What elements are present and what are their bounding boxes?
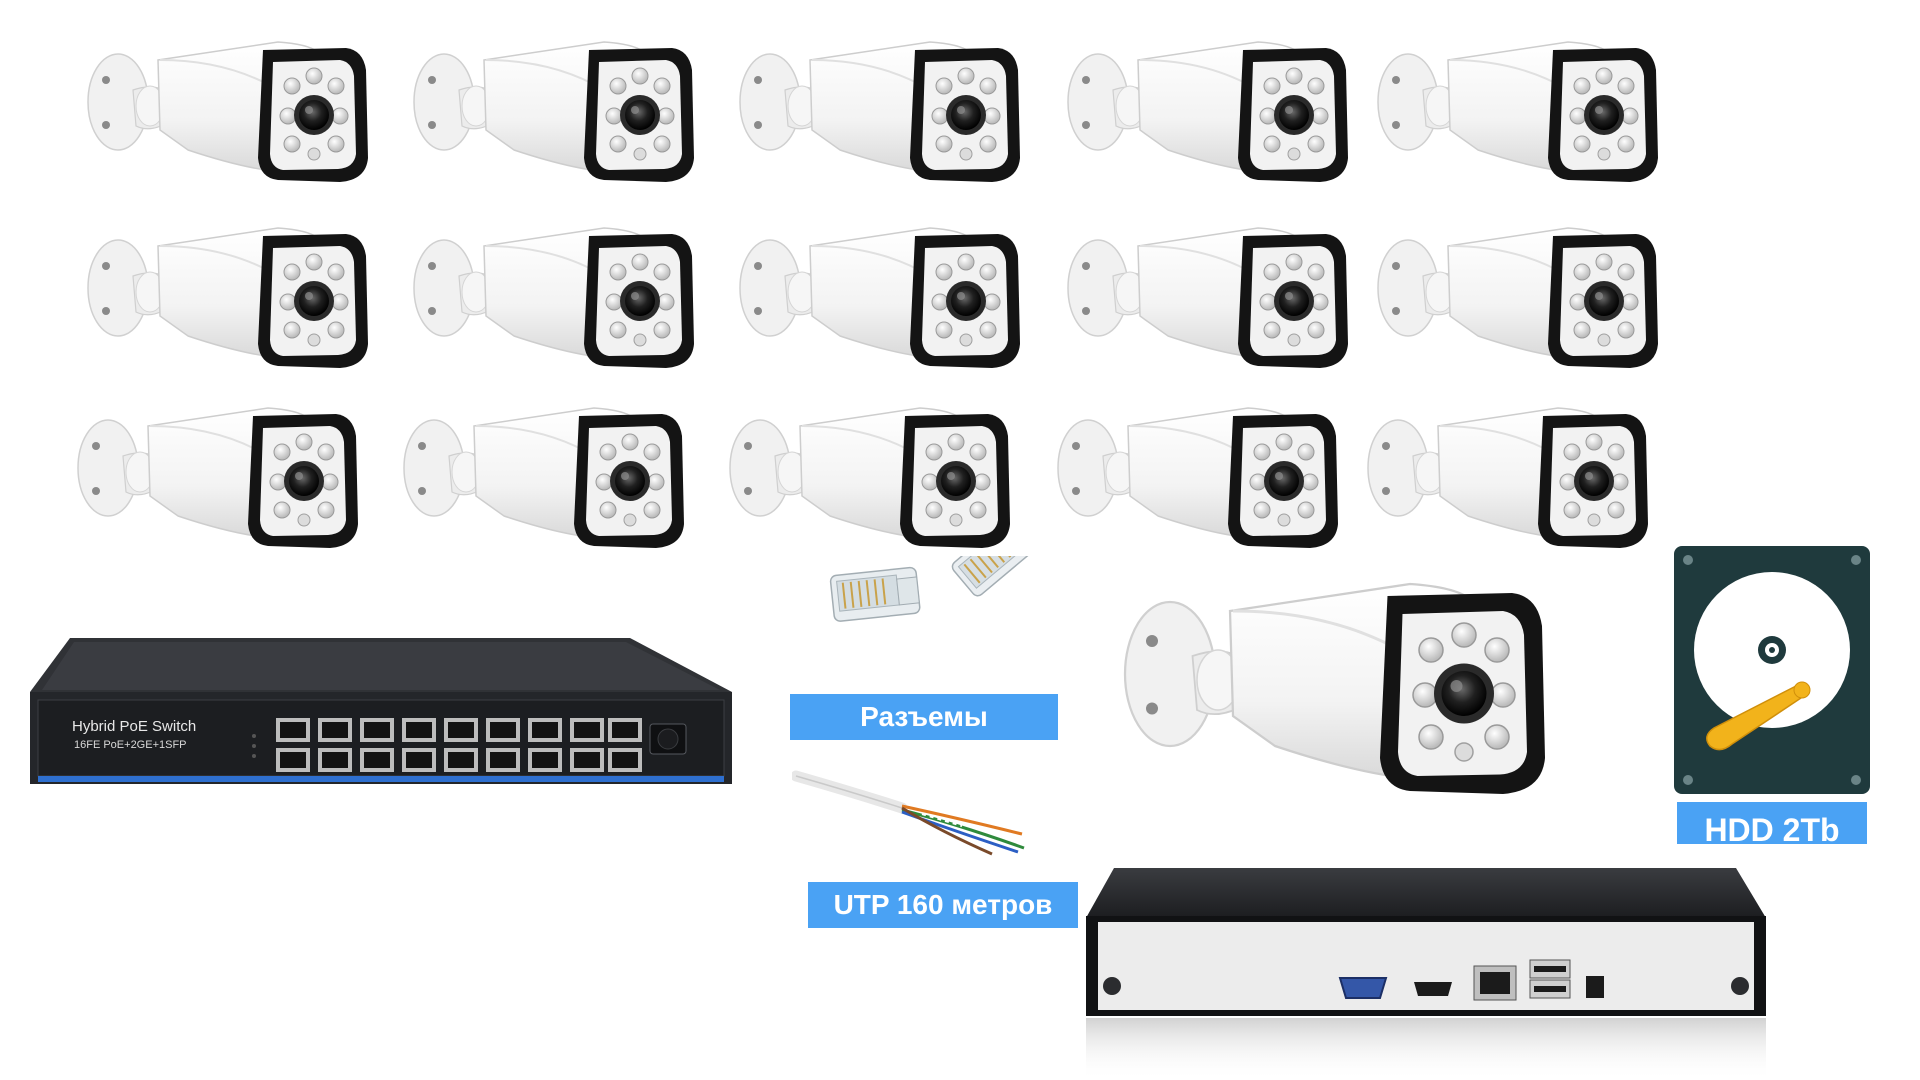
- connectors-label: Разъемы: [790, 694, 1058, 740]
- ethernet-port-socket: [448, 722, 474, 738]
- ethernet-port-socket: [490, 752, 516, 768]
- bullet-camera-icon: [1368, 30, 1668, 200]
- ethernet-port-socket: [280, 752, 306, 768]
- ethernet-port-socket: [364, 722, 390, 738]
- bullet-camera-icon: [78, 216, 378, 386]
- rj45-connector-icon: [820, 556, 1030, 652]
- ethernet-port-socket: [406, 752, 432, 768]
- poe-switch: Hybrid PoE Switch 16FE PoE+2GE+1SFP: [30, 634, 732, 794]
- switch-brand-text: Hybrid PoE Switch: [72, 718, 197, 735]
- ethernet-port-socket: [364, 752, 390, 768]
- ethernet-port-socket: [406, 722, 432, 738]
- bullet-camera-icon: [730, 30, 1030, 200]
- ethernet-port-socket: [532, 722, 558, 738]
- ethernet-port-socket: [448, 752, 474, 768]
- bullet-camera-icon: [1058, 216, 1358, 386]
- bullet-camera-icon: [78, 30, 378, 200]
- hard-drive-icon: [1674, 546, 1870, 794]
- bullet-camera-icon: [1368, 216, 1668, 386]
- bullet-camera-icon: [404, 30, 704, 200]
- hdd-label: HDD 2Tb: [1677, 802, 1867, 844]
- utp-cable-icon: [792, 762, 1032, 862]
- utp-cable-label: UTP 160 метров: [808, 882, 1078, 928]
- ethernet-port-socket: [322, 752, 348, 768]
- ethernet-port-socket: [532, 752, 558, 768]
- bullet-camera-icon: [720, 396, 1020, 566]
- bullet-camera-icon: [1110, 566, 1560, 821]
- bullet-camera-icon: [394, 396, 694, 566]
- switch-spec-text: 16FE PoE+2GE+1SFP: [74, 739, 187, 751]
- ethernet-port-socket: [574, 722, 600, 738]
- ethernet-port-socket: [490, 722, 516, 738]
- ethernet-port-socket: [574, 752, 600, 768]
- bullet-camera-icon: [1058, 30, 1358, 200]
- bullet-camera-icon: [730, 216, 1030, 386]
- bullet-camera-icon: [404, 216, 704, 386]
- ethernet-port-socket: [322, 722, 348, 738]
- nvr-recorder-icon: [1086, 858, 1766, 1080]
- ethernet-port-socket: [612, 752, 638, 768]
- bullet-camera-icon: [68, 396, 368, 566]
- bullet-camera-icon: [1048, 396, 1348, 566]
- ethernet-port-socket: [612, 722, 638, 738]
- ethernet-port-socket: [280, 722, 306, 738]
- bullet-camera-icon: [1358, 396, 1658, 566]
